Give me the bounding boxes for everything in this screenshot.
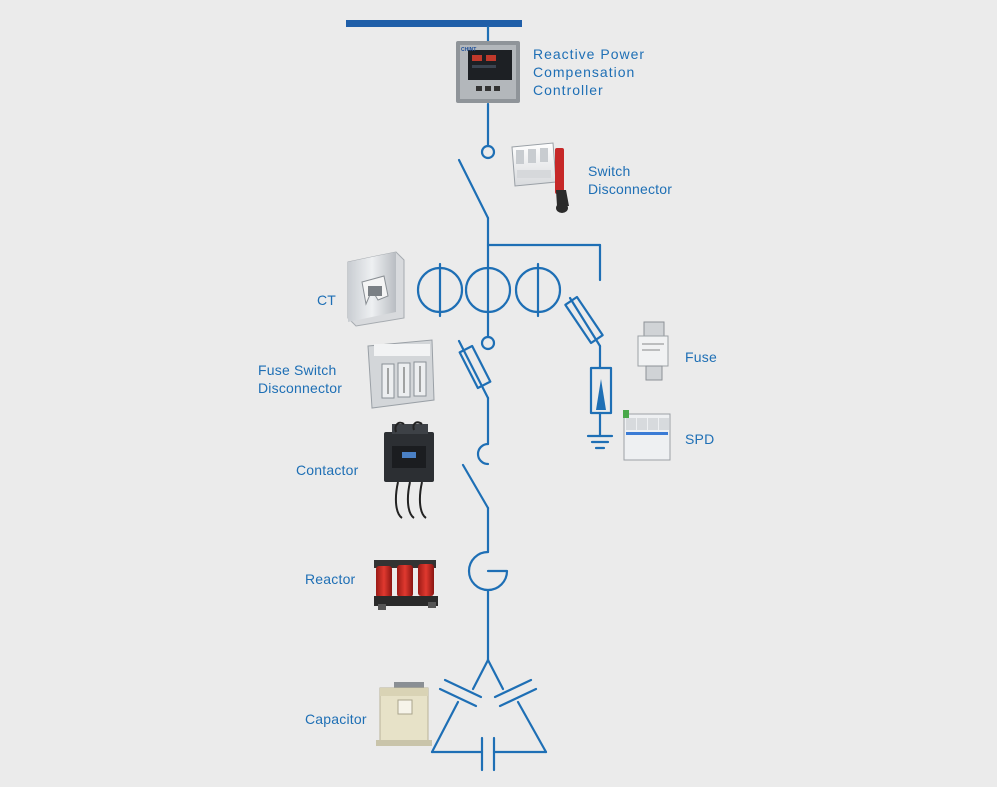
controller-device-image: CHINT [456,41,520,103]
contactor-symbol [476,442,490,466]
label-capacitor: Capacitor [305,711,367,727]
label-reactive-power-compensation-controller: Reactive Power Compensation Controller [533,45,645,99]
controller-brand-mark: CHINT [461,47,476,53]
capacitor-delta [486,658,505,691]
reactor-image [374,560,438,610]
ct-symbol-2 [464,266,512,314]
switch-disconnector-blade [457,158,490,220]
capacitor-delta [471,658,490,691]
fuse-image [637,321,669,381]
label-controller-line-1: Reactive Power [533,46,646,62]
label-switch-line-2: Disconnector [588,181,673,197]
contactor-image [384,421,434,519]
label-controller-line-3: Controller [533,82,604,98]
ct-device-image [347,251,405,327]
fuse-symbol-line [568,296,602,348]
spd-image [623,410,671,461]
label-reactor: Reactor [305,571,356,587]
label-fuse-switch-line-1: Fuse Switch [258,362,337,378]
label-switch-line-1: Switch [588,163,631,179]
busbar [346,20,522,27]
label-ct: CT [317,292,337,308]
fuse-switch-fuse-body [458,344,492,390]
reactor-symbol [467,550,509,592]
label-fuse-switch-line-2: Disconnector [258,380,343,396]
label-spd: SPD [685,431,715,447]
label-controller-line-2: Compensation [533,64,636,80]
label-fuse-switch-disconnector: Fuse Switch Disconnector [258,361,342,397]
capacitor-plate [498,687,538,708]
capacitor-plate [443,678,483,699]
capacitor-delta [430,700,460,754]
label-fuse: Fuse [685,349,717,365]
switch-disconnector-symbol [480,144,496,160]
contactor-blade [461,463,490,510]
capacitor-image [376,682,432,746]
spd-arrow [596,379,606,410]
fuse-switch-disconnector-image [367,339,435,409]
label-switch-disconnector: Switch Disconnector [588,162,672,198]
label-contactor: Contactor [296,462,359,478]
switch-disconnector-image [511,142,569,213]
capacitor-plate [438,687,478,708]
capacitor-plate [493,678,533,699]
fuse-switch-disconnector-symbol [480,335,496,351]
capacitor-delta [516,700,548,754]
